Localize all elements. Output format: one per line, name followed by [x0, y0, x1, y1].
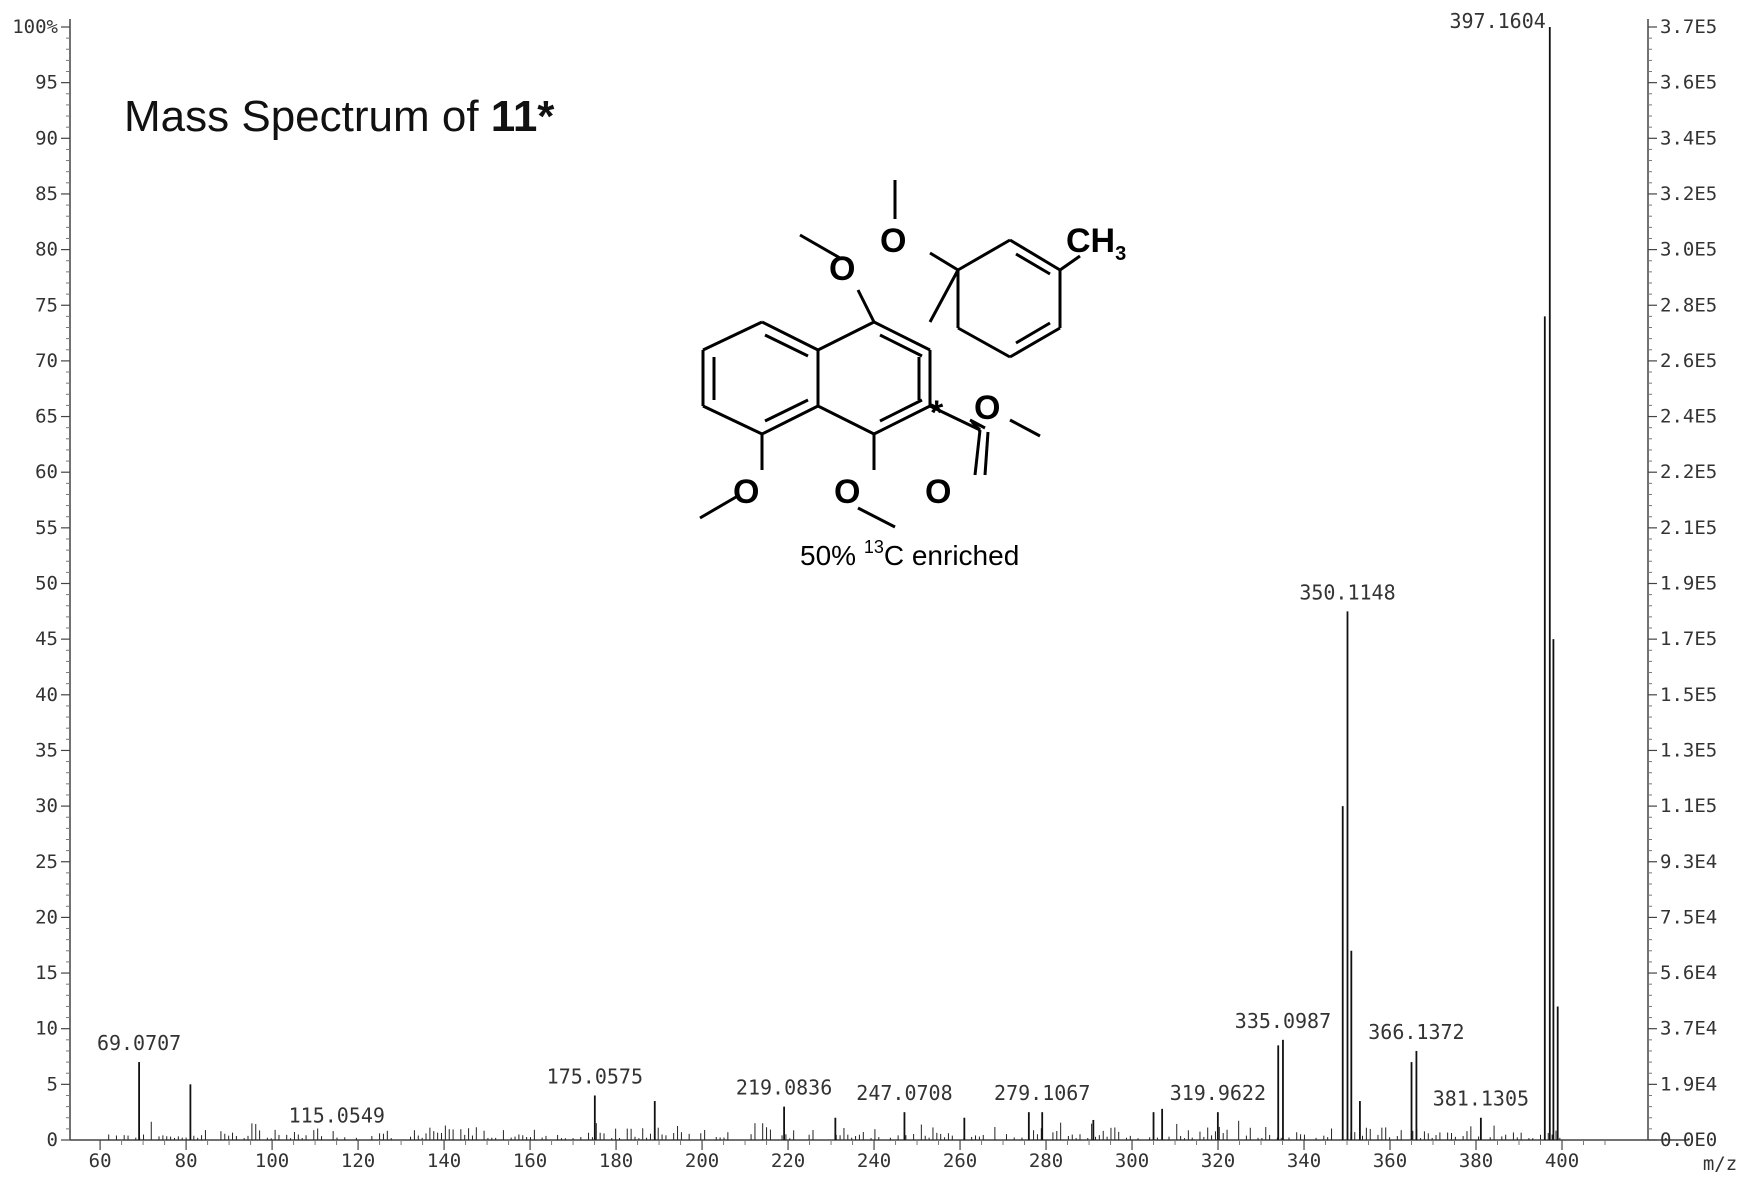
- x-tick-label: 380: [1459, 1150, 1493, 1172]
- right-tick-label: 2.6E5: [1660, 350, 1717, 372]
- peak-label: 319.9622: [1170, 1081, 1266, 1105]
- right-tick-label: 0.0E0: [1660, 1129, 1717, 1151]
- oxygen-label: O: [880, 222, 906, 260]
- x-tick-label: 320: [1201, 1150, 1235, 1172]
- oxygen-label: O: [974, 389, 1000, 427]
- peak-label: 335.0987: [1235, 1009, 1331, 1033]
- oxygen-label: O: [925, 473, 951, 511]
- enrichment-star: *: [930, 394, 944, 432]
- right-tick-label: 3.2E5: [1660, 183, 1717, 205]
- right-tick-label: 1.5E5: [1660, 684, 1717, 706]
- baseline-noise: [108, 1120, 1561, 1140]
- peak-label: 115.0549: [289, 1103, 385, 1127]
- x-tick-label: 80: [175, 1150, 198, 1172]
- x-tick-label: 280: [1029, 1150, 1063, 1172]
- peak-label: 175.0575: [547, 1064, 643, 1088]
- y-tick-label: 60: [35, 461, 58, 483]
- y-tick-label: 50: [35, 573, 58, 595]
- right-tick-label: 2.1E5: [1660, 517, 1717, 539]
- peak-label: 247.0708: [856, 1081, 952, 1105]
- chart-title: Mass Spectrum of 11*: [124, 92, 555, 141]
- y-tick-label: 25: [35, 851, 58, 873]
- right-tick-label: 3.7E5: [1660, 16, 1717, 38]
- x-tick-label: 260: [943, 1150, 977, 1172]
- right-tick-label: 3.7E4: [1660, 1018, 1717, 1040]
- y-tick-label: 90: [35, 127, 58, 149]
- right-tick-label: 1.9E5: [1660, 573, 1717, 595]
- x-tick-label: 140: [427, 1150, 461, 1172]
- y-tick-label: 30: [35, 795, 58, 817]
- peak-label: 219.0836: [736, 1076, 832, 1100]
- y-tick-label: 0: [47, 1129, 58, 1151]
- x-tick-label: 100: [255, 1150, 289, 1172]
- peak-label: 397.1604: [1449, 9, 1545, 33]
- y-tick-label: 80: [35, 239, 58, 261]
- right-tick-label: 7.5E4: [1660, 906, 1717, 928]
- peaks: [138, 27, 1559, 1140]
- x-tick-label: 120: [341, 1150, 375, 1172]
- right-tick-label: 2.4E5: [1660, 406, 1717, 428]
- y-tick-label: 75: [35, 294, 58, 316]
- right-tick-label: 3.4E5: [1660, 127, 1717, 149]
- x-tick-label: 240: [857, 1150, 891, 1172]
- peak-label: 69.0707: [97, 1031, 181, 1055]
- right-tick-label: 3.0E5: [1660, 239, 1717, 261]
- x-tick-label: 60: [89, 1150, 112, 1172]
- ch3-label: CH3: [1066, 222, 1126, 265]
- right-tick-label: 3.6E5: [1660, 72, 1717, 94]
- y-tick-label: 55: [35, 517, 58, 539]
- right-tick-label: 2.8E5: [1660, 294, 1717, 316]
- axes: 0 5 10 15 20 25 30 35 40 45 50 55 60 65 70 75 80 85 90 95 10…: [12, 16, 1737, 1175]
- y-tick-label: 45: [35, 628, 58, 650]
- right-tick-label: 2.2E5: [1660, 461, 1717, 483]
- y-tick-label: 70: [35, 350, 58, 372]
- x-tick-label: 340: [1287, 1150, 1321, 1172]
- y-tick-label: 65: [35, 406, 58, 428]
- x-tick-label: 400: [1545, 1150, 1579, 1172]
- x-tick-label: 160: [513, 1150, 547, 1172]
- right-tick-label: 1.1E5: [1660, 795, 1717, 817]
- enrichment-caption: 50% 13C enriched: [800, 537, 1019, 571]
- oxygen-label: O: [834, 473, 860, 511]
- x-tick-label: 220: [771, 1150, 805, 1172]
- right-tick-label: 9.3E4: [1660, 851, 1717, 873]
- chemical-structure: [699, 180, 1081, 529]
- x-tick-label: 200: [685, 1150, 719, 1172]
- peak-label: 279.1067: [994, 1081, 1090, 1105]
- y-tick-label: 85: [35, 183, 58, 205]
- peak-label: 381.1305: [1433, 1087, 1529, 1111]
- x-tick-label: 300: [1115, 1150, 1149, 1172]
- y-tick-label: 100%: [12, 16, 58, 38]
- y-tick-label: 95: [35, 72, 58, 94]
- peak-labels: 69.0707 115.0549 175.0575 219.0836 247.0708 2…: [97, 9, 1546, 1127]
- peak-label: 366.1372: [1368, 1020, 1464, 1044]
- y-tick-label: 20: [35, 906, 58, 928]
- right-tick-label: 1.9E4: [1660, 1073, 1717, 1095]
- right-tick-label: 1.3E5: [1660, 739, 1717, 761]
- y-tick-label: 5: [47, 1073, 58, 1095]
- right-tick-label: 1.7E5: [1660, 628, 1717, 650]
- oxygen-label: O: [733, 473, 759, 511]
- x-tick-label: 180: [599, 1150, 633, 1172]
- right-tick-label: 5.6E4: [1660, 962, 1717, 984]
- y-tick-label: 35: [35, 739, 58, 761]
- y-tick-label: 40: [35, 684, 58, 706]
- peak-label: 350.1148: [1299, 580, 1395, 604]
- y-tick-label: 15: [35, 962, 58, 984]
- y-tick-label: 10: [35, 1018, 58, 1040]
- oxygen-label: O: [829, 250, 855, 288]
- x-tick-label: 360: [1373, 1150, 1407, 1172]
- x-axis-label: m/z: [1703, 1153, 1737, 1175]
